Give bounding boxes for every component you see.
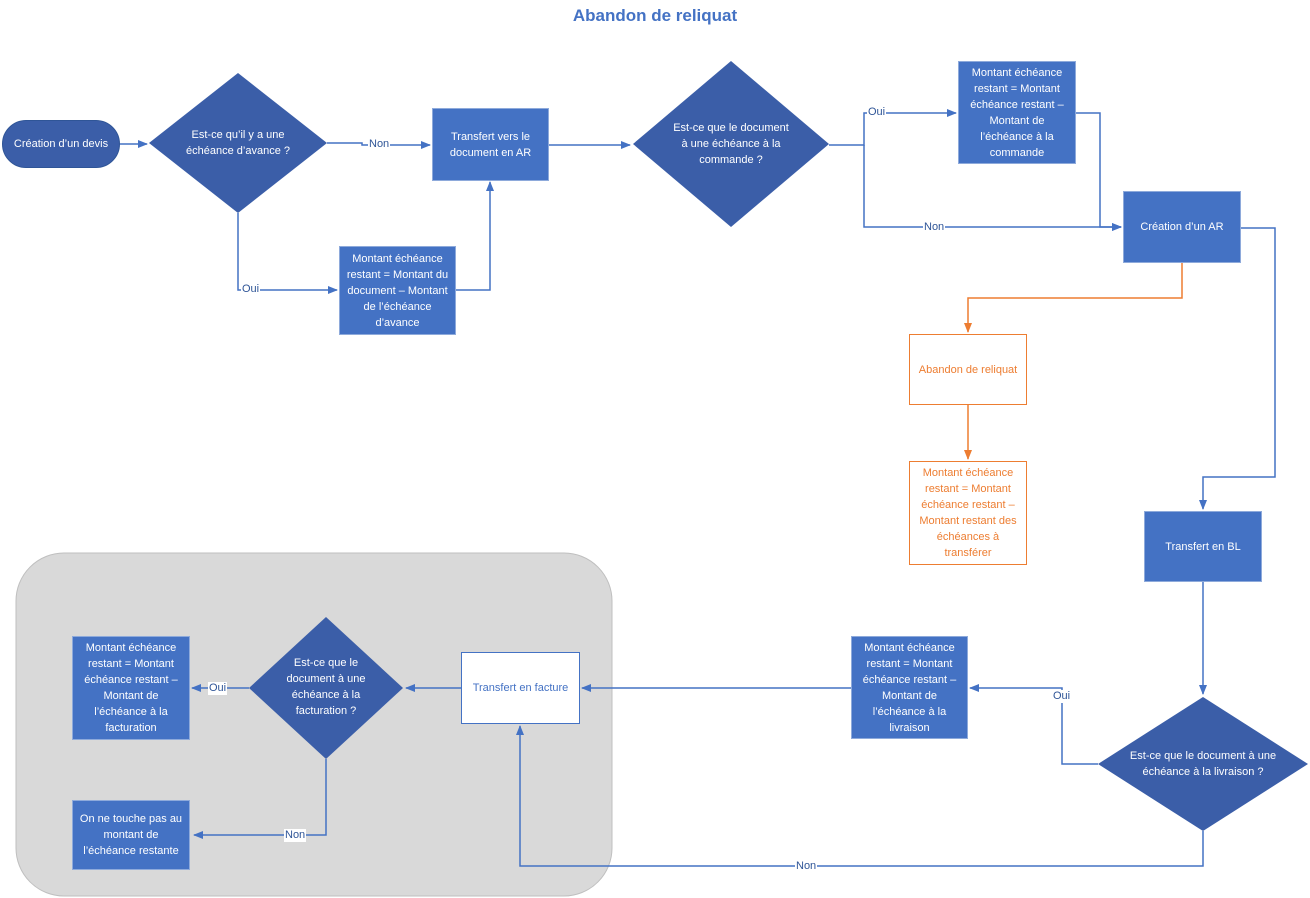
node-montant-avance: Montant échéance restant = Montant du do… [339,246,456,335]
node-question-facturation: Est-ce que le document à une échéance à … [286,657,366,717]
node-montant-abandon: Montant échéance restant = Montant échéa… [909,461,1027,565]
node-start: Création d’un devis [2,120,120,168]
node-question-livraison: Est-ce que le document à une échéance à … [1129,750,1277,778]
edge-label-oui-livraison: Oui [1052,690,1072,703]
node-transfert-ar: Transfert vers le document en AR [432,108,549,181]
edge-commande-non [863,145,1122,231]
node-transfert-facture: Transfert en facture [461,652,580,724]
decision-avance-shape [149,73,327,213]
edge-label-oui-avance: Oui [241,283,261,296]
edge-label-oui-facturation: Oui [208,682,228,695]
edge-label-non-livraison: Non [795,860,818,873]
node-transfert-bl: Transfert en BL [1144,511,1262,582]
node-question-avance: Est-ce qu’il y a une échéance d’avance ? [186,129,290,157]
edge-label-oui-commande: Oui [867,106,887,119]
edge-commande-oui [829,109,957,146]
decision-facturation-shape [249,617,403,759]
edge-label-non-facturation: Non [284,829,307,842]
edge-montant-commande-ar [1076,112,1122,231]
edge-facturation-non [193,759,327,839]
diagram-title: Abandon de reliquat [572,6,738,25]
edge-montant-avance-ar [455,181,494,291]
edge-ar-bl [1199,227,1276,510]
edge-label-non-commande: Non [923,221,946,234]
edge-ar-abandon [964,263,1183,333]
node-question-commande: Est-ce que le document à une échéance à … [673,122,789,166]
node-montant-commande: Montant échéance restant = Montant échéa… [958,61,1076,164]
edge-livraison-oui [969,684,1098,765]
decision-livraison-shape [1098,697,1308,831]
edge-label-non-avance: Non [368,138,391,151]
edge-avance-oui [237,213,338,294]
node-no-touch: On ne touche pas au montant de l’échéanc… [72,800,190,870]
edge-avance-non [327,141,431,149]
node-creation-ar: Création d’un AR [1123,191,1241,263]
node-montant-livraison: Montant échéance restant = Montant échéa… [851,636,968,739]
node-montant-facturation: Montant échéance restant = Montant échéa… [72,636,190,740]
node-abandon-reliquat: Abandon de reliquat [909,334,1027,405]
edge-livraison-non [516,725,1204,867]
decision-commande-shape [633,61,829,227]
